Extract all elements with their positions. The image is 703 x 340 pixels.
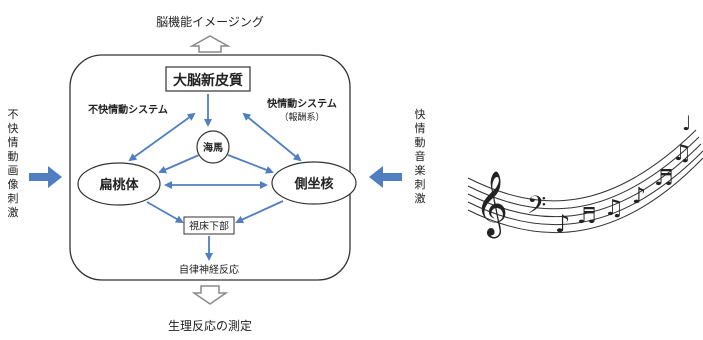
left-stimulus-text: 不快情動画像刺激 [8, 108, 19, 219]
amygdala-node [77, 162, 161, 206]
note-icon: ♩ [682, 111, 691, 135]
measurement-label: 生理反応の測定 [168, 318, 252, 333]
up-hollow-arrow-icon [189, 35, 231, 53]
treble-clef-icon: 𝄞 [475, 171, 508, 238]
accumbens-label: 側坐核 [293, 176, 333, 192]
note-icon: ♬ [577, 204, 597, 229]
hippocampus-label: 海馬 [203, 141, 223, 154]
left-input-arrow-icon [29, 166, 62, 188]
right-stimulus-text: 快情動音楽刺激 [415, 108, 426, 205]
note-icon: ♫ [672, 141, 692, 166]
arrow-amygdala-hypothalamus [146, 201, 184, 223]
hypothalamus-box [183, 216, 235, 235]
right-input-arrow-icon [369, 166, 402, 188]
left-stimulus-label: 不快情動画像刺激 [8, 108, 19, 219]
cortex-label: 大脳新皮質 [173, 72, 243, 89]
music-staff-icon [467, 129, 703, 234]
bass-clef-icon: 𝄢 [527, 191, 546, 226]
note-icon: ♬ [654, 166, 674, 191]
cortex-box [165, 66, 251, 92]
imaging-label: 脳機能イメージング [156, 14, 264, 29]
down-hollow-arrow-icon [191, 285, 229, 305]
music-notes: ♪ ♬ ♫ ♪ ♬ ♫ ♩ [555, 111, 692, 238]
right-stimulus-label: 快情動音楽刺激 [415, 108, 426, 205]
system-frame [69, 54, 351, 281]
amygdala-label: 扁桃体 [99, 177, 139, 193]
pleasant-system-label: 快情動システム [266, 97, 337, 110]
accumbens-node [271, 161, 357, 205]
arrow-accumbens-cortex [242, 112, 302, 162]
arrow-hippocampus-amygdala [158, 154, 200, 174]
hypothalamus-label: 視床下部 [189, 220, 229, 233]
connection-arrows [128, 94, 302, 261]
note-icon: ♪ [555, 210, 570, 238]
note-icon: ♪ [632, 184, 646, 209]
hippocampus-node [196, 130, 230, 164]
reward-system-label: （報酬系） [279, 112, 324, 123]
arrow-hippocampus-accumbens [227, 154, 274, 174]
arrow-amygdala-cortex [128, 112, 196, 162]
unpleasant-system-label: 不快情動システム [88, 103, 168, 116]
arrow-accumbens-hypothalamus [235, 200, 284, 224]
autonomic-label: 自律神経反応 [179, 263, 239, 276]
note-icon: ♫ [604, 196, 624, 221]
